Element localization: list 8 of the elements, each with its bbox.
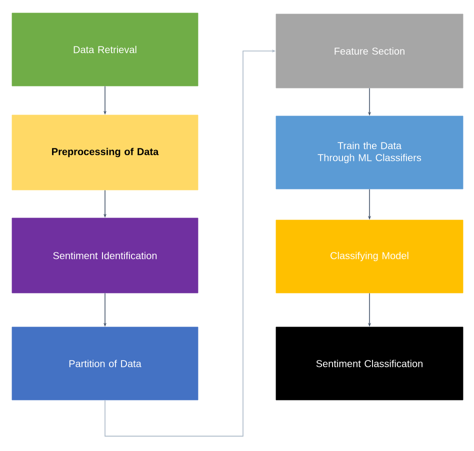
process-box: Classifying Model <box>276 220 464 294</box>
process-box: Sentiment Identification <box>12 218 198 294</box>
process-box: Train the Data Through ML Classifiers <box>276 116 464 190</box>
process-box: Feature Section <box>276 14 464 88</box>
process-box: Sentiment Classification <box>276 326 464 400</box>
process-box: Partition of Data <box>12 326 198 400</box>
process-box: Data Retrieval <box>12 12 198 86</box>
process-box: Preprocessing of Data <box>12 114 198 190</box>
